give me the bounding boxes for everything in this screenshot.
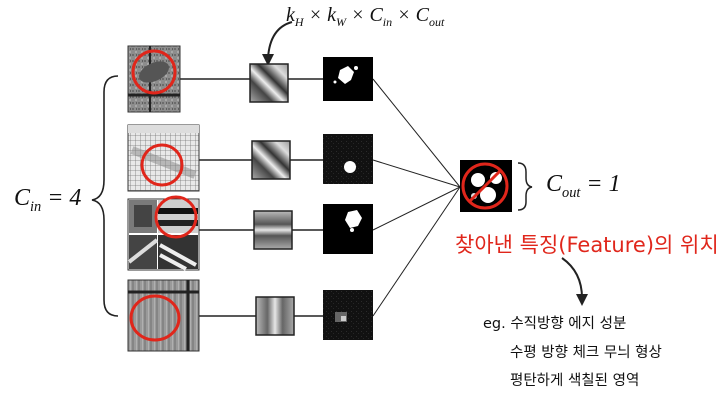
kernel-shape-label: kH × kW × Cin × Cout [286,4,445,29]
example-item: 수평 방향 체크 무늬 형상 [510,345,662,361]
kernel-1 [249,63,289,103]
right-brace [517,162,533,211]
examples-arrow [561,257,583,299]
cout-label: Cout = 1 [546,171,621,201]
left-brace [91,75,119,317]
feature-map-3 [323,204,373,254]
feature-map-1 [323,57,373,101]
examples-arrow-head [576,294,588,306]
input-image-2 [127,124,200,192]
converging-lines [372,78,461,317]
input-image-3 [127,195,200,271]
kernel-3 [253,210,293,250]
kernel-4 [255,296,295,336]
kernel-arrow-head [262,54,274,66]
example-item: 평탄하게 색칠된 영역 [510,373,640,389]
cin-label: Cin = 4 [14,185,82,215]
input-image-4 [127,279,200,352]
input-image-1 [127,45,181,113]
feature-position-label: 찾아낸 특징(Feature)의 위치 [455,233,719,257]
example-item: eg. 수직방향 에지 성분 [483,316,627,332]
output-feature-map [460,160,512,212]
kernel-2 [251,140,291,180]
kernel-arrow [267,21,293,59]
feature-map-2 [323,134,373,184]
feature-map-4 [323,290,373,340]
row-connectors [180,78,323,317]
